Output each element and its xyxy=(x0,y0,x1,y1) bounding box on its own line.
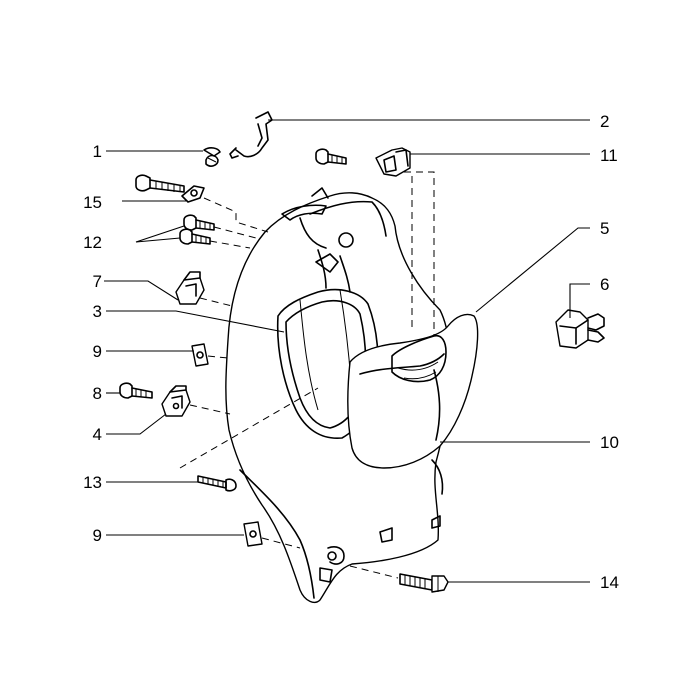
callout-13: 13 xyxy=(83,473,102,492)
bolt-part-14 xyxy=(399,573,449,593)
nut-part-1 xyxy=(203,147,221,167)
legshield-panel xyxy=(225,187,451,603)
assembly-lines xyxy=(179,171,435,579)
bracket-part-6 xyxy=(555,309,605,349)
bracket-part-2 xyxy=(229,111,273,159)
callout-labels: 1 2 15 12 7 3 9 8 4 13 9 11 5 6 10 14 xyxy=(83,112,619,592)
callout-4: 4 xyxy=(93,425,102,444)
callout-9-upper: 9 xyxy=(93,342,102,361)
leader-lines xyxy=(104,119,590,583)
callout-15: 15 xyxy=(83,193,102,212)
glovebox-pocket xyxy=(347,313,479,469)
callout-6: 6 xyxy=(600,275,609,294)
clip-nut-part-9-upper xyxy=(191,343,209,367)
clip-part-7 xyxy=(175,271,205,305)
callout-1: 1 xyxy=(93,142,102,161)
callout-3: 3 xyxy=(93,302,102,321)
callout-11: 11 xyxy=(600,146,618,165)
clip-part-4 xyxy=(161,385,191,417)
clip-part-11 xyxy=(375,147,411,177)
callout-14: 14 xyxy=(600,573,619,592)
callout-5: 5 xyxy=(600,219,609,238)
screw-part-15 xyxy=(135,174,205,203)
callout-10: 10 xyxy=(600,433,619,452)
screw-part-8 xyxy=(119,382,153,399)
screw-part-11 xyxy=(315,148,347,165)
callout-7: 7 xyxy=(93,272,102,291)
callout-2: 2 xyxy=(600,112,609,131)
callout-9-lower: 9 xyxy=(93,526,102,545)
callout-8: 8 xyxy=(93,384,102,403)
clip-nut-part-9-lower xyxy=(243,521,263,547)
callout-12: 12 xyxy=(83,233,102,252)
screw-part-12 xyxy=(179,214,215,245)
screw-part-13 xyxy=(197,475,237,492)
